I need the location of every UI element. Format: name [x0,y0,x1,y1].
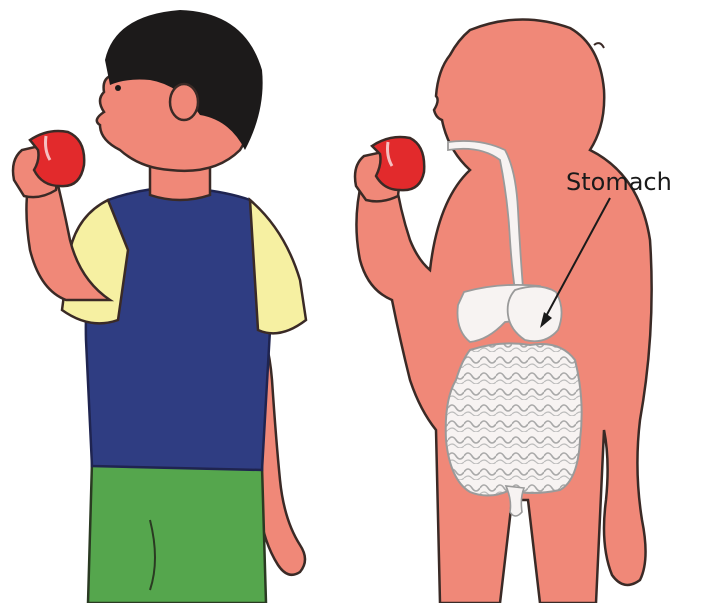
boy-inside-view [355,19,652,603]
boy-shorts [88,462,266,603]
apple-icon [30,131,84,186]
intestines [446,343,582,495]
boy-sleeve-back [250,200,306,333]
stomach-organ [508,286,562,341]
boy-eye [115,85,121,91]
stomach-label: Stomach [566,168,672,196]
apple-icon-2 [372,137,424,190]
boy-ear [170,84,198,120]
boy-outside-view [13,10,306,603]
